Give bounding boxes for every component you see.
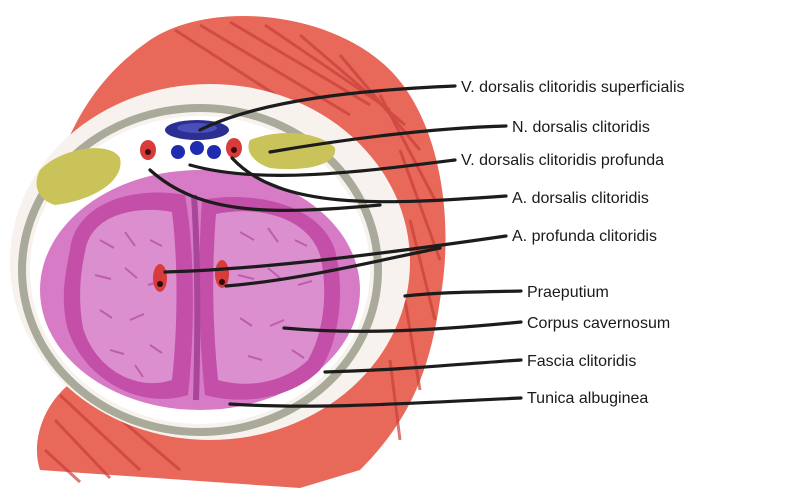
septum [194,195,197,400]
label-v-dorsalis-profunda: V. dorsalis clitoridis profunda [461,152,664,169]
label-v-dorsalis-superficialis: V. dorsalis clitoridis superficialis [461,79,685,96]
label-a-profunda: A. profunda clitoridis [512,228,657,245]
right-corpus-cavernosum [199,197,340,400]
label-n-dorsalis: N. dorsalis clitoridis [512,119,650,136]
label-corpus-cavernosum: Corpus cavernosum [527,315,670,332]
label-fascia: Fascia clitoridis [527,353,636,370]
a-profunda-right [215,260,229,288]
label-a-dorsalis: A. dorsalis clitoridis [512,190,649,207]
n-dorsalis-dot-2 [190,141,204,155]
n-dorsalis-dot-3 [207,145,221,159]
label-praeputium: Praeputium [527,284,609,301]
n-dorsalis-dot-1 [171,145,185,159]
label-tunica: Tunica albuginea [527,390,648,407]
a-profunda-left [153,264,167,292]
labels: V. dorsalis clitoridis superficialis N. … [461,79,685,407]
